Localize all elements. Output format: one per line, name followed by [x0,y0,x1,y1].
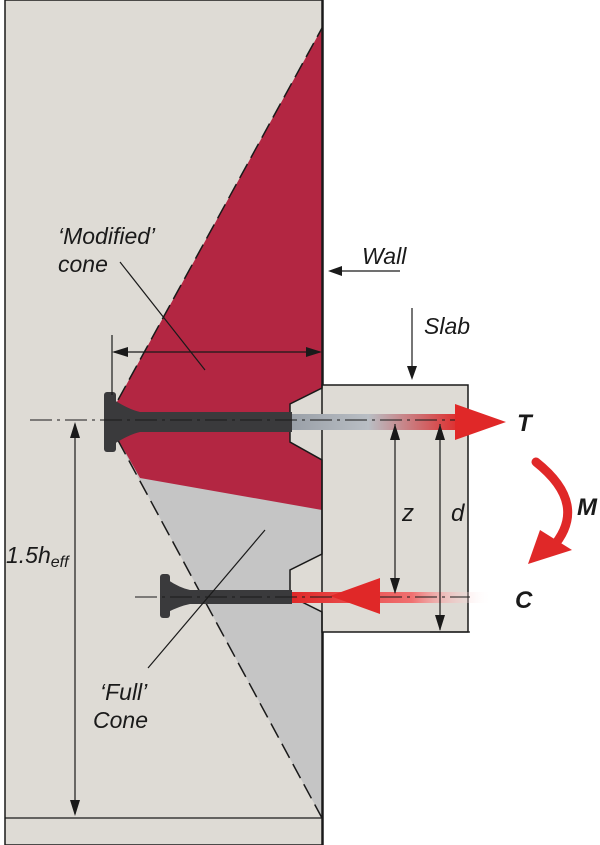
moment-label: M [577,494,598,521]
z-dimension [390,424,400,594]
tension-label: T [517,410,534,437]
cone-width-dimension [111,335,322,395]
tension-arrowhead [455,404,506,440]
full-cone [107,420,322,818]
wall-pointer [328,266,400,276]
modified-cone-label-line1: ‘Modified’ [58,223,156,249]
moment-arc [531,457,573,553]
height-label-main: 1.5h [6,542,51,568]
compression-label: C [515,587,533,614]
modified-cone [107,28,322,510]
full-cone-label-line2: Cone [93,707,148,733]
slab-pointer [407,308,417,380]
compression-arrowhead [330,578,380,614]
full-cone-leader [147,529,266,669]
height-label-subscript: eff [51,554,70,571]
modified-cone-label-line2: cone [58,251,108,277]
height-label: 1.5heff [6,542,70,571]
tension-bar [292,414,462,430]
cone-edge-upper [106,27,323,421]
height-dimension [70,422,80,816]
full-cone-label-line1: ‘Full’ [100,679,148,705]
cone-edge-lower [106,419,323,819]
depth-label: d [451,500,465,527]
lever-arm-label: z [401,500,414,527]
d-dimension [430,424,470,633]
upper-anchor [104,392,462,452]
wall-label: Wall [362,243,407,269]
modified-cone-leader [119,261,206,371]
moment-arrowhead [528,530,572,564]
slab-label: Slab [424,313,470,339]
